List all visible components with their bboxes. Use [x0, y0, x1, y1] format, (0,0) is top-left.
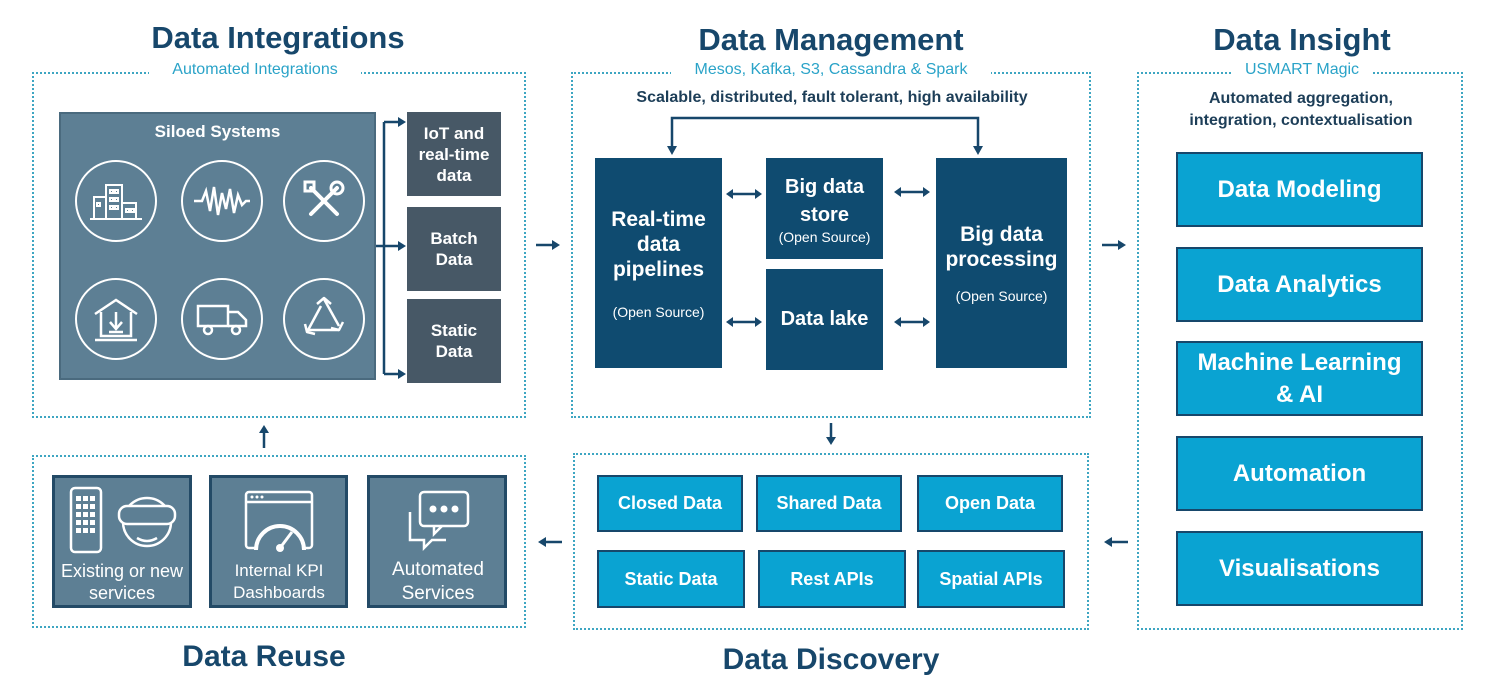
tablet-icon — [69, 486, 103, 554]
big-data-store-label: Big data store — [785, 175, 864, 226]
data-modeling-button[interactable]: Data Modeling — [1176, 152, 1423, 227]
automated-services-card: Automated Services — [367, 475, 507, 608]
chat-bubbles-icon — [408, 490, 470, 552]
big-data-processing-note: (Open Source) — [955, 288, 1048, 304]
existing-new-services-card: Existing or new services — [52, 475, 192, 608]
arrow-integrations-to-management — [536, 240, 560, 250]
arrow-reuse-to-integrations — [259, 425, 269, 448]
machine-learning-ai-button[interactable]: Machine Learning & AI — [1176, 341, 1423, 416]
insight-description: Automated aggregation, integration, cont… — [1189, 90, 1413, 129]
automated-services-label: Automated Services — [392, 559, 484, 604]
integrations-title: Data Integrations — [151, 20, 405, 55]
siloed-systems-box: Siloed Systems — [59, 112, 376, 380]
warehouse-icon — [75, 278, 157, 360]
vr-headset-icon — [117, 496, 177, 548]
rest-apis-button[interactable]: Rest APIs — [758, 550, 906, 608]
data-lake-box: Data lake — [766, 269, 883, 370]
iot-realtime-data-box: IoT and real-time data — [407, 112, 501, 196]
realtime-pipelines-box: Real-time data pipelines (Open Source) — [595, 158, 722, 368]
automation-button[interactable]: Automation — [1176, 436, 1423, 511]
realtime-pipelines-note: (Open Source) — [612, 303, 705, 320]
management-title: Data Management — [698, 22, 964, 57]
big-data-processing-label: Big data processing — [945, 223, 1058, 271]
management-top-connector — [667, 116, 983, 155]
existing-new-services-label: Existing or new services — [60, 561, 184, 603]
internal-kpi-dashboards-label: Internal KPI Dashboards — [233, 561, 325, 602]
arrow-insight-to-discovery — [1104, 537, 1128, 547]
realtime-pipelines-label: Real-time data pipelines — [611, 207, 706, 281]
reuse-title: Data Reuse — [182, 640, 346, 673]
open-data-button[interactable]: Open Data — [917, 475, 1063, 532]
spatial-apis-button[interactable]: Spatial APIs — [917, 550, 1065, 608]
buildings-icon — [75, 160, 157, 242]
management-description: Scalable, distributed, fault tolerant, h… — [636, 89, 1028, 106]
insight-subtitle: USMART Magic — [1231, 61, 1373, 79]
tools-icon — [283, 160, 365, 242]
big-data-store-note: (Open Source) — [778, 228, 871, 245]
internal-kpi-dashboards-card: Internal KPI Dashboards — [209, 475, 348, 608]
arrow-discovery-to-reuse — [538, 537, 562, 547]
batch-data-box: Batch Data — [407, 207, 501, 291]
truck-icon — [181, 278, 263, 360]
shared-data-button[interactable]: Shared Data — [756, 475, 902, 532]
visualisations-button[interactable]: Visualisations — [1176, 531, 1423, 606]
integrations-bracket — [376, 117, 406, 379]
arrow-management-to-insight — [1102, 240, 1126, 250]
static-data-box: Static Data — [407, 299, 501, 383]
siloed-systems-title: Siloed Systems — [154, 122, 281, 141]
closed-data-button[interactable]: Closed Data — [597, 475, 743, 532]
insight-title: Data Insight — [1213, 22, 1391, 57]
dashboard-gauge-icon — [244, 490, 314, 552]
waveform-icon — [181, 160, 263, 242]
recycle-icon — [283, 278, 365, 360]
big-data-processing-box: Big data processing (Open Source) — [936, 158, 1067, 368]
discovery-panel — [573, 453, 1089, 630]
management-subtitle: Mesos, Kafka, S3, Cassandra & Spark — [671, 61, 991, 79]
arrow-management-to-discovery — [826, 423, 836, 445]
data-analytics-button[interactable]: Data Analytics — [1176, 247, 1423, 322]
static-data-button[interactable]: Static Data — [597, 550, 745, 608]
discovery-title: Data Discovery — [722, 643, 940, 676]
reuse-panel — [32, 455, 526, 628]
data-lake-label: Data lake — [780, 308, 869, 330]
integrations-subtitle: Automated Integrations — [149, 61, 361, 79]
management-double-arrows — [726, 187, 930, 327]
big-data-store-box: Big data store (Open Source) — [766, 158, 883, 259]
